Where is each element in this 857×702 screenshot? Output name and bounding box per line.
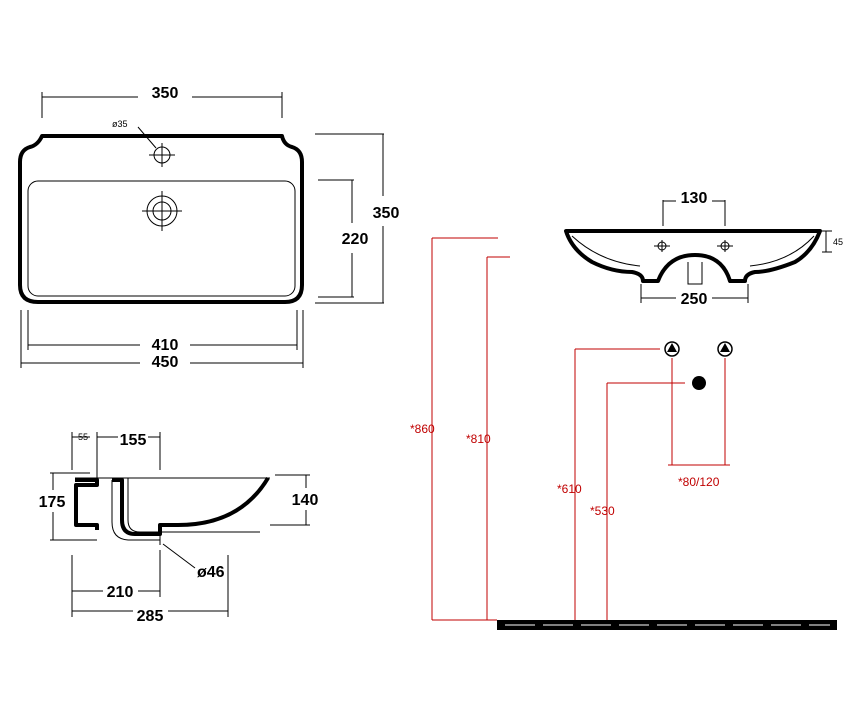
height-610-label: *610 bbox=[557, 482, 582, 496]
dim-widths-bottom bbox=[20, 310, 304, 368]
dim-140-label: 140 bbox=[292, 492, 319, 509]
supply-valve-right-icon bbox=[717, 341, 733, 357]
drain-diameter-label: ø46 bbox=[197, 564, 225, 581]
front-view: 130 250 45 bbox=[564, 190, 843, 308]
installation-diagram: *860 *810 *610 *530 *80/120 bbox=[410, 237, 837, 630]
dim-height-outer bbox=[315, 133, 384, 304]
basin-section-profile bbox=[74, 476, 270, 536]
height-810-label: *810 bbox=[466, 432, 491, 446]
height-530-label: *530 bbox=[590, 504, 615, 518]
dim-width-outer-label: 450 bbox=[152, 354, 179, 371]
dim-height-bowl-label: 220 bbox=[342, 231, 369, 248]
dim-width-top-label: 350 bbox=[152, 85, 179, 102]
dim-155-label: 155 bbox=[120, 432, 147, 449]
dim-210-label: 210 bbox=[107, 584, 134, 601]
dim-250-label: 250 bbox=[681, 291, 708, 308]
tap-hole-label: ø35 bbox=[112, 119, 128, 129]
side-section: 55 155 175 140 ø46 210 285 bbox=[39, 432, 319, 625]
basin-inner-bowl bbox=[27, 180, 296, 297]
tap-hole-icon bbox=[137, 126, 175, 167]
dim-285-label: 285 bbox=[137, 608, 164, 625]
basin-front-profile bbox=[564, 229, 822, 283]
basin-outer-outline bbox=[18, 134, 304, 304]
dim-width-top bbox=[41, 92, 283, 118]
dim-55-label: 55 bbox=[78, 432, 88, 442]
spacing-80-120-label: *80/120 bbox=[678, 475, 720, 489]
waste-outlet-icon bbox=[692, 376, 706, 390]
tap-left-icon bbox=[654, 240, 670, 252]
tap-right-icon bbox=[717, 240, 733, 252]
dim-width-inner-label: 410 bbox=[152, 337, 179, 354]
drain-icon bbox=[142, 191, 182, 231]
dim-175-label: 175 bbox=[39, 494, 66, 511]
supply-valve-left-icon bbox=[664, 341, 680, 357]
top-view: ø35 350 350 bbox=[18, 85, 400, 371]
dim-45-label: 45 bbox=[833, 237, 843, 247]
dim-130-label: 130 bbox=[681, 190, 708, 207]
dim-height-outer-label: 350 bbox=[373, 205, 400, 222]
dim-height-bowl bbox=[318, 179, 354, 298]
height-860-label: *860 bbox=[410, 422, 435, 436]
